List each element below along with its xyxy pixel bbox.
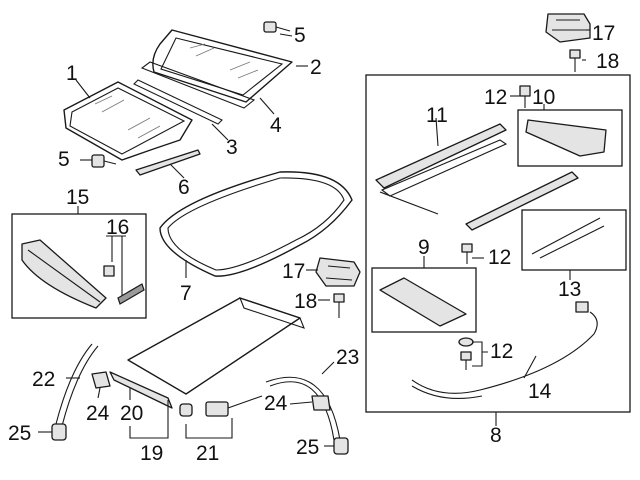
- callout-23: 23: [336, 346, 359, 369]
- callout-4: 4: [270, 114, 282, 137]
- callout-18-top: 18: [596, 50, 619, 73]
- callout-5-left: 5: [58, 148, 70, 171]
- callout-25-left: 25: [8, 422, 31, 445]
- callout-3: 3: [226, 136, 238, 159]
- drive-cable-harness: [411, 301, 598, 399]
- rear-glass-panel: [152, 29, 293, 103]
- callout-2: 2: [310, 56, 322, 79]
- callout-12-middle: 12: [488, 246, 511, 269]
- callout-1: 1: [66, 62, 78, 85]
- callout-19: 19: [140, 442, 163, 465]
- callout-11: 11: [426, 104, 448, 127]
- callout-21: 21: [196, 442, 219, 465]
- callout-18-middle: 18: [294, 290, 317, 313]
- hose-clamp-icon: [51, 423, 67, 441]
- screw-icon: [333, 293, 345, 318]
- screw-icon: [519, 85, 531, 108]
- callout-22: 22: [32, 368, 55, 391]
- clip-icon: [311, 395, 331, 411]
- frame-assembly-box: [365, 74, 631, 413]
- callout-labels: 1 2 3 4 5 5 6 7 8 9 10 11 12 12 12 13 14…: [8, 22, 619, 465]
- deflector-strip: [135, 149, 201, 176]
- side-bracket-box: [371, 267, 477, 333]
- washer-icon: [458, 337, 474, 370]
- callout-24-right: 24: [264, 392, 288, 415]
- hose-clamp-icon: [333, 437, 349, 455]
- callout-24-left: 24: [86, 402, 110, 425]
- callout-5-top: 5: [294, 24, 306, 47]
- screw-icon: [461, 243, 473, 264]
- callout-14: 14: [528, 380, 552, 403]
- callout-15: 15: [66, 186, 89, 209]
- drain-hose-rear: [265, 376, 341, 441]
- grommet-icon: [179, 403, 193, 417]
- screw-icon: [569, 49, 581, 72]
- wind-deflector-box: [11, 213, 147, 319]
- guide-rail-left: [375, 123, 508, 215]
- callout-20: 20: [120, 402, 143, 425]
- mechanism-bracket-box: [517, 109, 623, 167]
- bolt-icon: [91, 154, 117, 168]
- motor-unit-upper: [545, 13, 591, 43]
- opening-frame-seal: [159, 171, 353, 277]
- callout-16: 16: [106, 216, 129, 239]
- callout-12-bottom: 12: [490, 340, 513, 363]
- sunshade-assembly: [127, 297, 305, 395]
- callout-9: 9: [418, 236, 430, 259]
- leader-lines: [38, 29, 590, 447]
- callout-7: 7: [180, 282, 192, 305]
- callout-17-top: 17: [592, 22, 615, 45]
- front-glass-panel: [63, 81, 193, 161]
- drain-hose-front: [55, 343, 99, 427]
- motor-unit-lower: [315, 257, 361, 287]
- callout-17-middle: 17: [282, 260, 305, 283]
- rear-glass-seal: [140, 61, 256, 109]
- callout-25-right: 25: [296, 436, 319, 459]
- bolt-icon: [263, 21, 291, 33]
- sunshade-trim-strip: [109, 371, 173, 409]
- callout-6: 6: [178, 176, 190, 199]
- cable-bracket-box: [521, 209, 627, 271]
- connector-icon: [205, 395, 263, 417]
- callout-10: 10: [532, 86, 555, 109]
- guide-rail-right: [465, 171, 579, 231]
- callout-8: 8: [490, 424, 502, 447]
- callout-12-top: 12: [484, 86, 507, 109]
- callout-13: 13: [558, 278, 581, 301]
- front-glass-seal: [133, 79, 223, 125]
- clip-icon: [91, 371, 111, 389]
